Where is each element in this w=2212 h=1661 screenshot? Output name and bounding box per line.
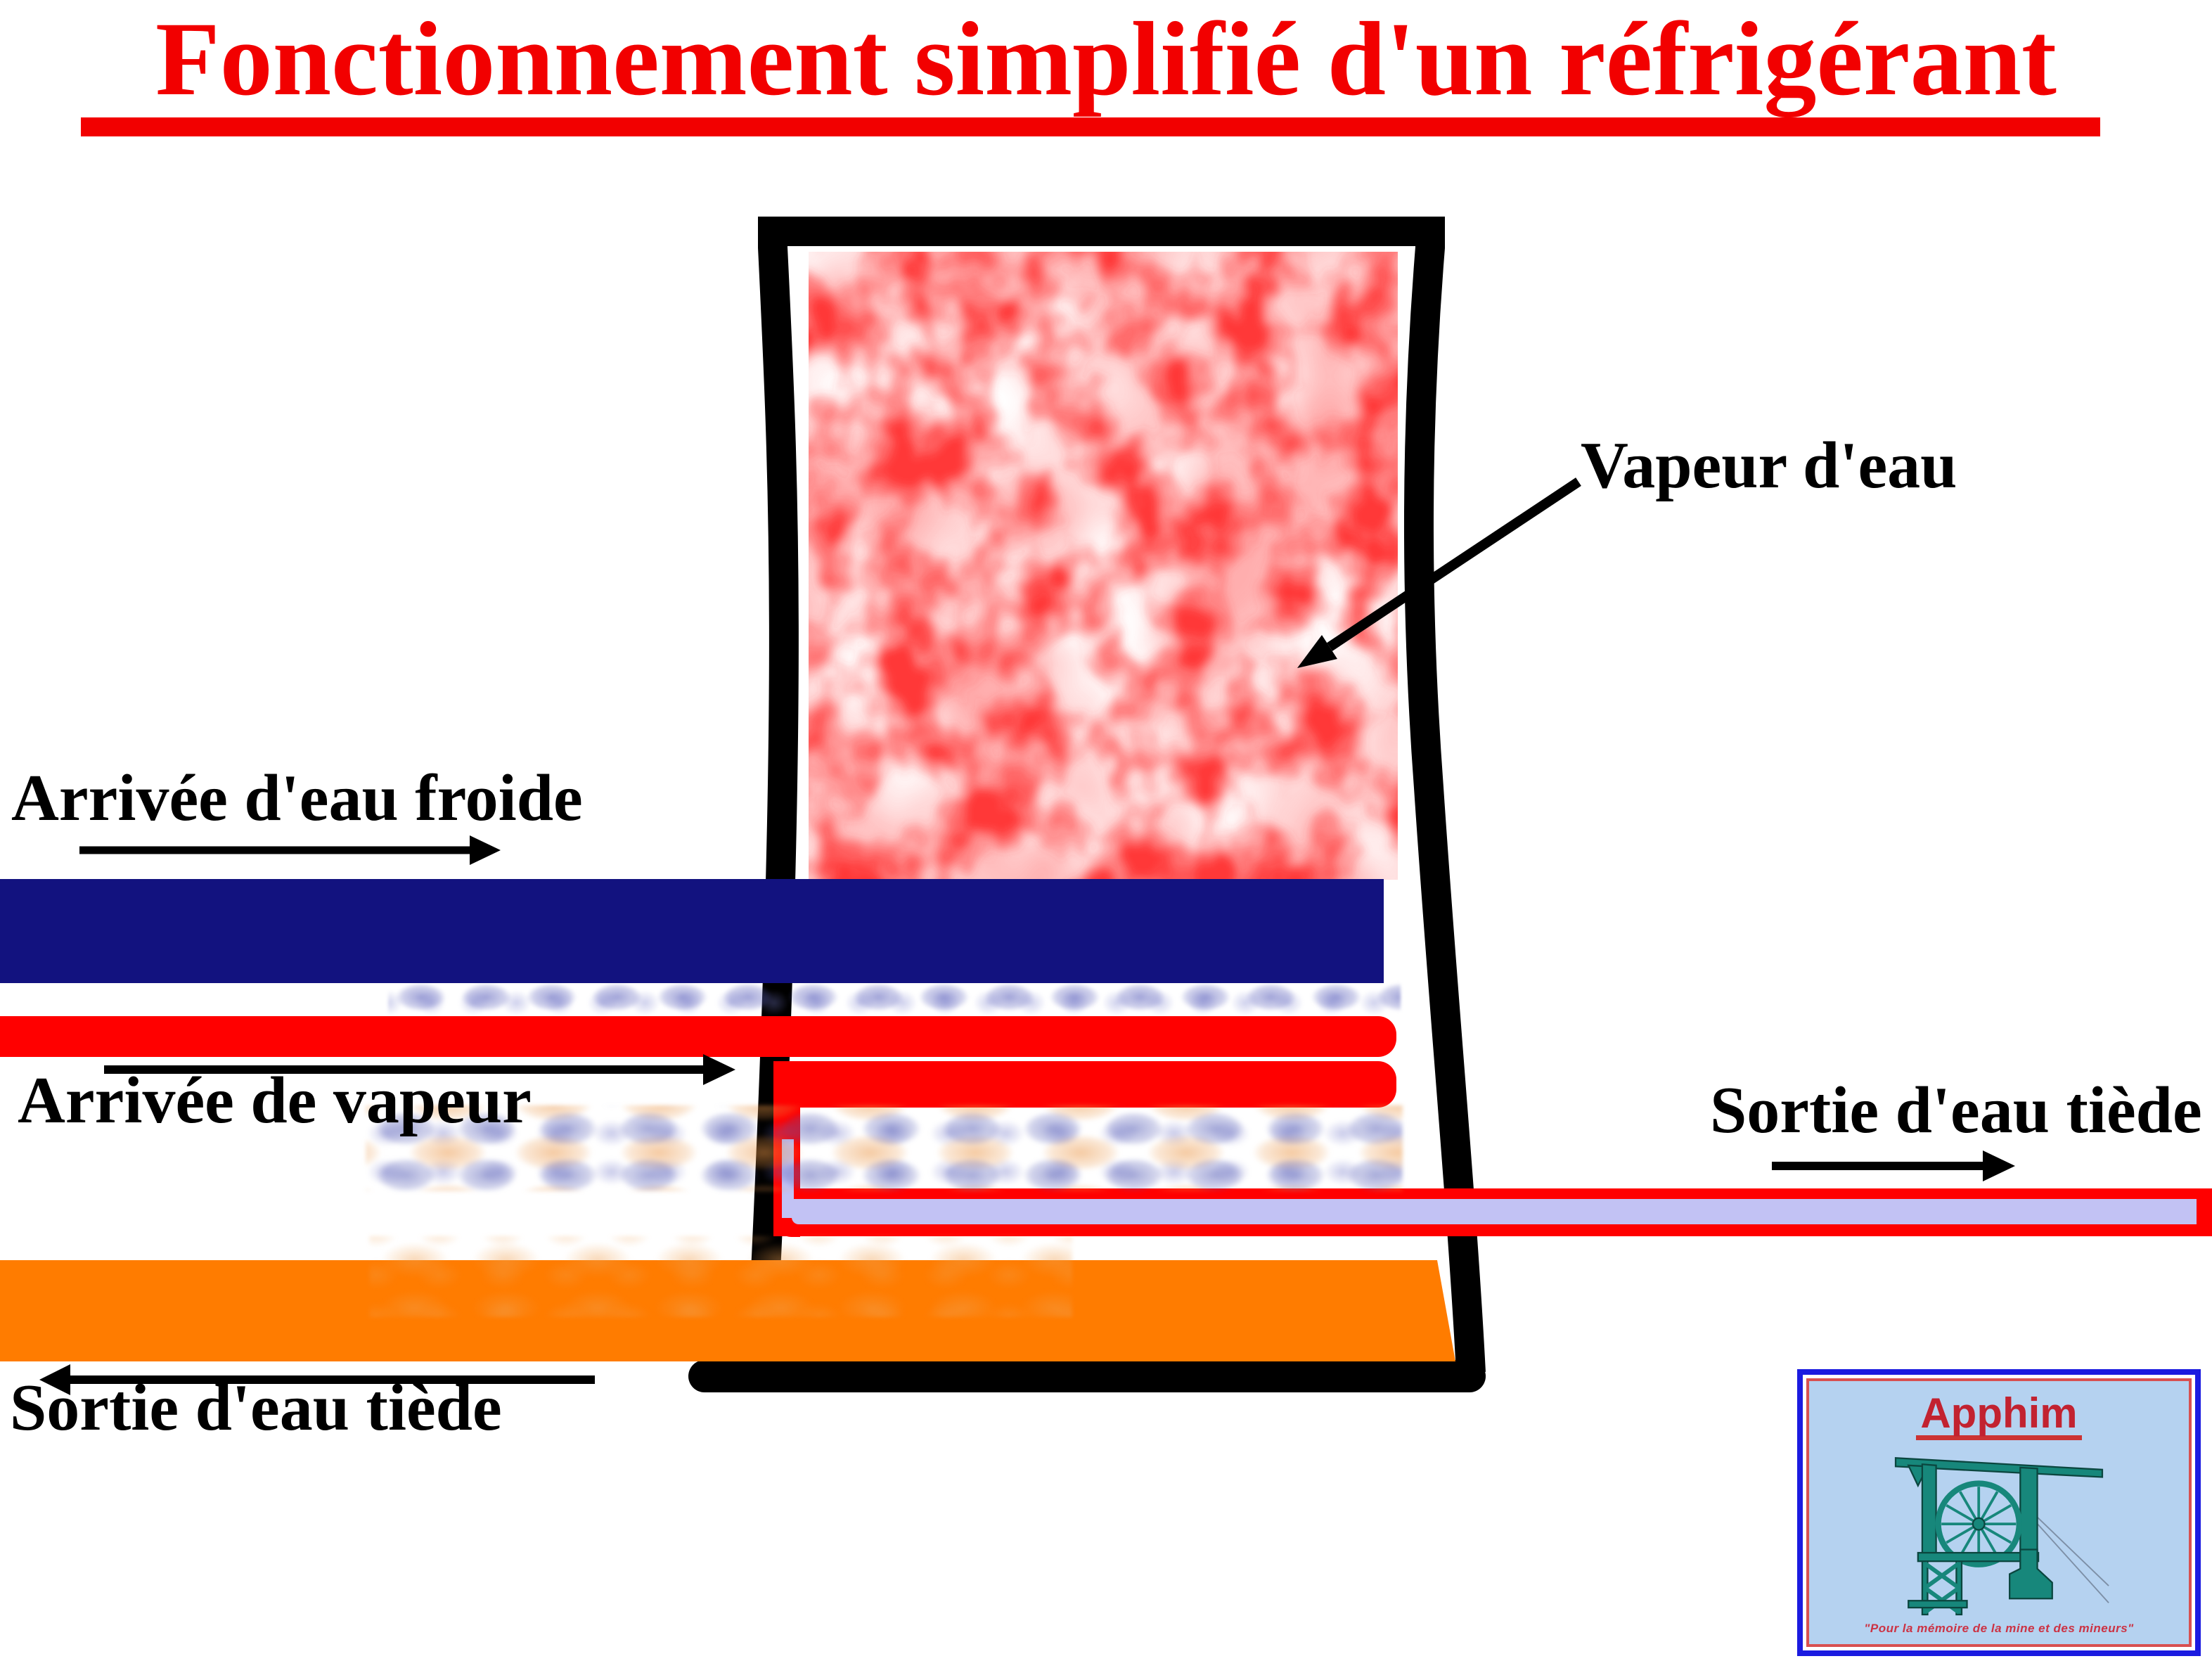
tower-outline: [746, 217, 1486, 1374]
mine-headframe-icon: [1894, 1457, 2109, 1616]
logo-frame: Apphim: [1806, 1378, 2192, 1647]
steam-label: Arrivée de vapeur: [18, 1064, 532, 1137]
logo-caption: "Pour la mémoire de la mine et des mineu…: [1864, 1622, 2134, 1635]
vapor-label: Vapeur d'eau: [1581, 429, 1957, 502]
warm-collector-top-arm: [773, 1061, 1396, 1108]
steam-pipe: [0, 1016, 1396, 1057]
steam-cloud-texture: [809, 252, 1398, 880]
logo-white-gap: Apphim: [1803, 1375, 2195, 1650]
warm-water-channel: [792, 1199, 2197, 1224]
warm-out-left-label: Sortie d'eau tiède: [10, 1371, 502, 1444]
logo-headframe-icon: [1848, 1440, 2150, 1622]
apphim-logo: Apphim: [1797, 1369, 2201, 1656]
cold-water-pipe: [0, 879, 1384, 983]
warm-water-basin: [0, 1260, 1455, 1361]
page-title: Fonctionnement simplifié d'un réfrigéran…: [155, 1, 2057, 117]
title-underline: [81, 117, 2100, 136]
logo-title: Apphim: [1916, 1391, 2082, 1440]
cold-water-label: Arrivée d'eau froide: [11, 762, 583, 835]
warm-out-right-label: Sortie d'eau tiède: [1710, 1074, 2202, 1147]
